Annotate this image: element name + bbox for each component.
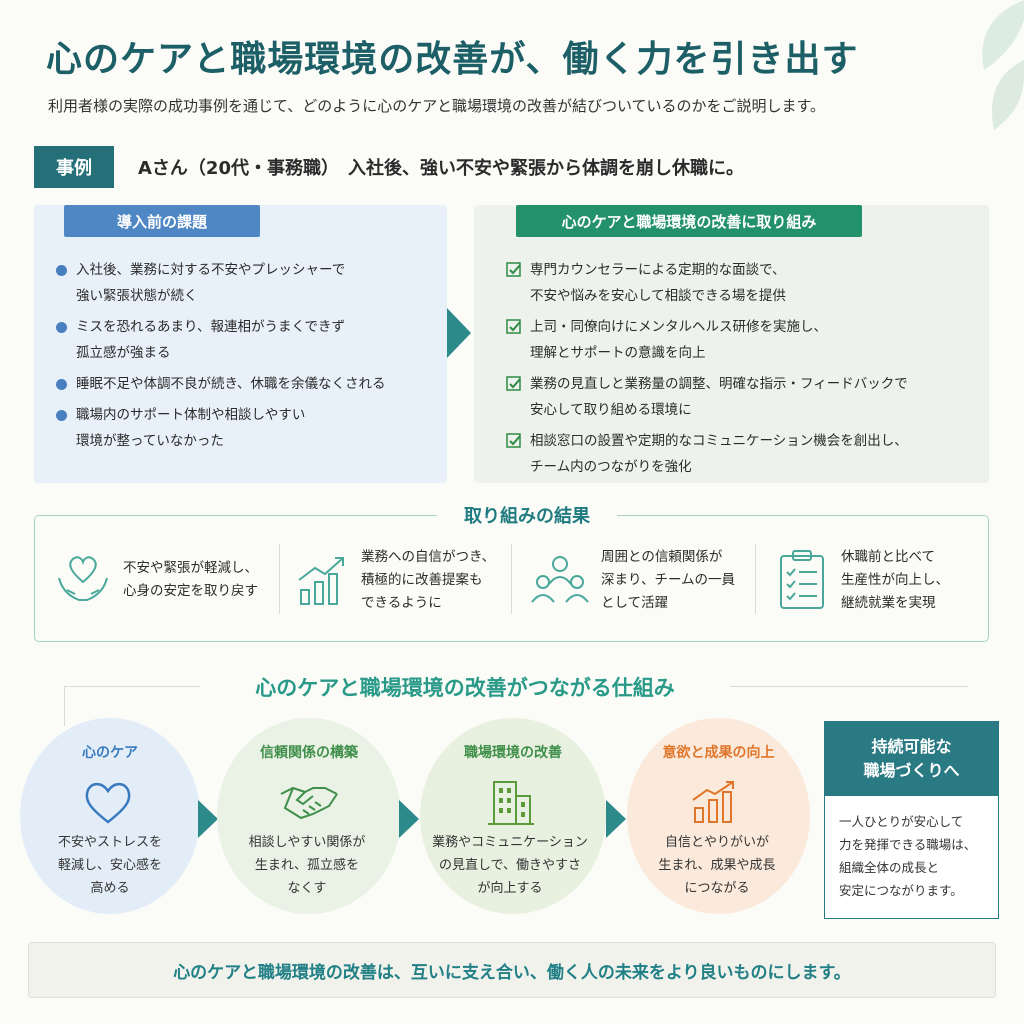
sustain-text: 一人ひとりが安心して 力を発揮できる職場は、 組織全体の成長と 安定につながりま… — [839, 814, 977, 898]
rising-chart-icon — [692, 781, 734, 823]
result-item-confidence: 業務への自信がつき、積極的に改善提案もできるように — [295, 540, 495, 620]
result-item-teamwork: 周囲との信頼関係が深まり、チームの一員として活躍 — [529, 540, 735, 620]
list-item: 睡眠不足や体調不良が続き、休職を余儀なくされる — [56, 371, 436, 397]
sustainable-workplace-box: 持続可能な職場づくりへ 一人ひとりが安心して 力を発揮できる職場は、 組織全体の… — [824, 721, 999, 919]
arrow-right-icon — [606, 800, 626, 838]
list-item: 専門カウンセラーによる定期的な面談で、不安や悩みを安心して相談できる場を提供 — [506, 257, 981, 309]
bullet-dot-icon — [56, 410, 67, 421]
step-trust-building: 信頼関係の構築 相談しやすい関係が生まれ、孤立感をなくす — [217, 718, 401, 914]
list-item: 相談窓口の設置や定期的なコミュニケーション機会を創出し、チーム内のつながりを強化 — [506, 428, 981, 480]
step-title: 職場環境の改善 — [464, 745, 562, 761]
sustain-title: 持続可能な職場づくりへ — [825, 722, 998, 796]
result-item-stability: 不安や緊張が軽減し、心身の安定を取り戻す — [53, 540, 258, 620]
after-label: 心のケアと職場環境の改善に取り組み — [516, 205, 862, 237]
bullet-dot-icon — [56, 379, 67, 390]
before-list: 入社後、業務に対する不安やプレッシャーで強い緊張状態が続く ミスを恐れるあまり、… — [56, 257, 436, 459]
handshake-icon — [280, 786, 338, 820]
list-item: 入社後、業務に対する不安やプレッシャーで強い緊張状態が続く — [56, 257, 436, 309]
step-title: 信頼関係の構築 — [260, 745, 358, 761]
step-mental-care: 心のケア 不安やストレスを軽減し、安心感を高める — [20, 718, 200, 914]
improvement-panel: 心のケアと職場環境の改善に取り組み 専門カウンセラーによる定期的な面談で、不安や… — [474, 205, 989, 483]
step-motivation-results: 意欲と成果の向上 自信とやりがいが生まれ、成果や成長につながる — [627, 718, 810, 914]
divider — [755, 544, 756, 614]
list-item: 業務の見直しと業務量の調整、明確な指示・フィードバックで安心して取り組める環境に — [506, 371, 981, 423]
heart-hands-icon — [58, 556, 108, 601]
results-panel: 取り組みの結果 不安や緊張が軽減し、心身の安定を取り戻す 業務への自信がつき、積… — [34, 502, 989, 642]
divider — [511, 544, 512, 614]
growth-chart-icon — [298, 557, 344, 605]
list-item: 上司・同僚向けにメンタルヘルス研修を実施し、理解とサポートの意識を向上 — [506, 314, 981, 366]
people-group-icon — [531, 556, 589, 603]
clipboard-checklist-icon — [780, 550, 824, 609]
divider — [64, 686, 65, 726]
result-item-productivity: 休職前と比べて生産性が向上し、継続就業を実現 — [775, 540, 949, 620]
checkbox-check-icon — [506, 319, 521, 334]
page-title: 心のケアと職場環境の改善が、働く力を引き出す — [46, 38, 859, 80]
arrow-right-icon — [198, 800, 218, 838]
checkbox-check-icon — [506, 376, 521, 391]
bullet-dot-icon — [56, 265, 67, 276]
before-label: 導入前の課題 — [64, 205, 260, 237]
leaf-decoration — [982, 0, 1024, 130]
bullet-dot-icon — [56, 322, 67, 333]
page-subtitle: 利用者様の実際の成功事例を通じて、どのように心のケアと職場環境の改善が結びついて… — [48, 97, 826, 115]
list-item: ミスを恐れるあまり、報連相がうまくできず孤立感が強まる — [56, 314, 436, 366]
step-title: 心のケア — [82, 745, 138, 761]
results-title: 取り組みの結果 — [437, 502, 617, 528]
divider — [279, 544, 280, 614]
checkbox-check-icon — [506, 433, 521, 448]
step-title: 意欲と成果の向上 — [662, 745, 775, 761]
checkbox-check-icon — [506, 262, 521, 277]
case-row: 事例 Aさん（20代・事務職） 入社後、強い不安や緊張から体調を崩し休職に。 — [34, 146, 744, 188]
case-text: Aさん（20代・事務職） 入社後、強い不安や緊張から体調を崩し休職に。 — [138, 158, 744, 179]
before-issues-panel: 導入前の課題 入社後、業務に対する不安やプレッシャーで強い緊張状態が続く ミスを… — [34, 205, 447, 483]
office-building-icon — [488, 781, 534, 825]
step-workplace-improvement: 職場環境の改善 業務やコミュニケーションの見直しで、働きやすさが向上する — [420, 718, 606, 914]
footer-message: 心のケアと職場環境の改善は、互いに支え合い、働く人の未来をより良いものにします。 — [28, 942, 996, 998]
list-item: 職場内のサポート体制や相談しやすい環境が整っていなかった — [56, 402, 436, 454]
case-badge: 事例 — [34, 146, 114, 188]
heart-icon — [85, 782, 131, 824]
mechanism-title: 心のケアと職場環境の改善がつながる仕組み — [200, 672, 730, 702]
arrow-right-icon — [447, 308, 471, 358]
arrow-right-icon — [399, 800, 419, 838]
after-list: 専門カウンセラーによる定期的な面談で、不安や悩みを安心して相談できる場を提供 上… — [506, 257, 981, 485]
